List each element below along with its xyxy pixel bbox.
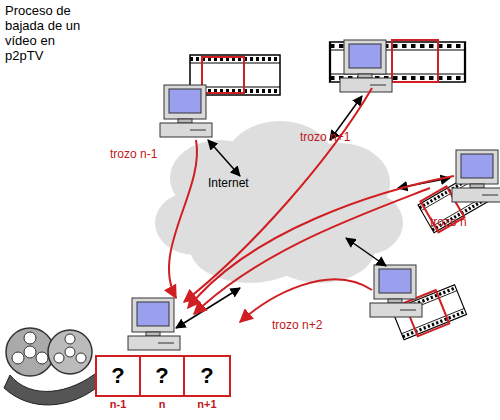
chunk-frame (202, 57, 244, 93)
peer-computer (160, 85, 212, 137)
chunk-index: n+1 (185, 398, 229, 410)
chunk-index: n-1 (97, 398, 139, 410)
diagram-title: Proceso de bajada de un vídeo en p2pTV (5, 3, 91, 63)
unknown-chunk: ? (200, 363, 213, 389)
peer-computer (340, 40, 392, 92)
chunk-slot: ?n-1 (95, 355, 141, 397)
film-strip (190, 55, 280, 95)
chunk-transfer (240, 279, 372, 322)
chunk-slot: ?n+1 (183, 355, 231, 397)
peer-computer (452, 150, 500, 202)
film-strip-shape (418, 174, 489, 233)
film-strip (417, 172, 490, 235)
film-strip-shape (190, 55, 280, 95)
film-strip (330, 40, 465, 82)
chunk-label: trozo n+2 (272, 318, 322, 332)
chunk-slot: ?n (139, 355, 185, 397)
film-strip-shape (330, 42, 465, 82)
peer-computer (370, 265, 422, 317)
cloud-label: Internet (208, 176, 249, 190)
cloud-shape (150, 108, 405, 293)
unknown-chunk: ? (111, 363, 124, 389)
unknown-chunk: ? (155, 363, 168, 389)
film-reel-icon (4, 328, 100, 405)
cloud-lobe (200, 153, 360, 263)
chunk-frame (404, 290, 449, 336)
chunk-frame (392, 40, 438, 82)
local-computer (128, 298, 180, 350)
chunk-label: trozo n (430, 215, 467, 229)
internet-cloud: Internet (150, 108, 405, 293)
film-strip-shape (392, 285, 467, 340)
film-strip (391, 283, 467, 342)
network-link (398, 178, 450, 188)
chunk-label: trozo n-1 (110, 147, 157, 161)
chunk-index: n (141, 398, 183, 410)
network-link (176, 288, 240, 328)
chunk-label: trozo n+1 (300, 130, 350, 144)
